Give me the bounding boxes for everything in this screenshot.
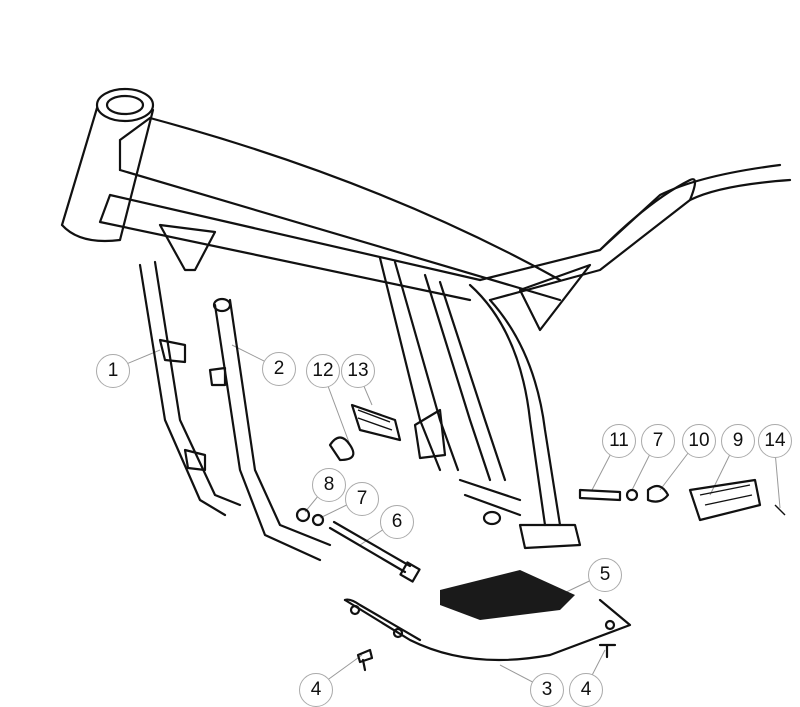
- part-callout: 10: [682, 424, 716, 458]
- footpeg-right: [578, 478, 786, 522]
- cradle-tube-1: [138, 260, 242, 517]
- part-callout: 7: [641, 424, 675, 458]
- part-callout: 9: [721, 424, 755, 458]
- part-callout: 4: [299, 673, 333, 707]
- part-callout: 3: [530, 673, 564, 707]
- part-callout: 5: [588, 558, 622, 592]
- main-frame: [60, 87, 792, 550]
- part-callout: 2: [262, 352, 296, 386]
- skid-plate: [343, 570, 632, 672]
- footpeg-left: [328, 403, 402, 462]
- part-callout: 6: [380, 505, 414, 539]
- cradle-tube-2: [208, 297, 332, 562]
- part-callout: 7: [345, 482, 379, 516]
- part-callout: 13: [341, 354, 375, 388]
- part-callout: 8: [312, 468, 346, 502]
- leader-lines: [111, 344, 781, 690]
- part-callout: 1: [96, 354, 130, 388]
- part-callout: 12: [306, 354, 340, 388]
- part-callout: 14: [758, 424, 792, 458]
- part-callout: 4: [569, 673, 603, 707]
- bolt-6: [295, 507, 421, 583]
- part-callout: 11: [602, 424, 636, 458]
